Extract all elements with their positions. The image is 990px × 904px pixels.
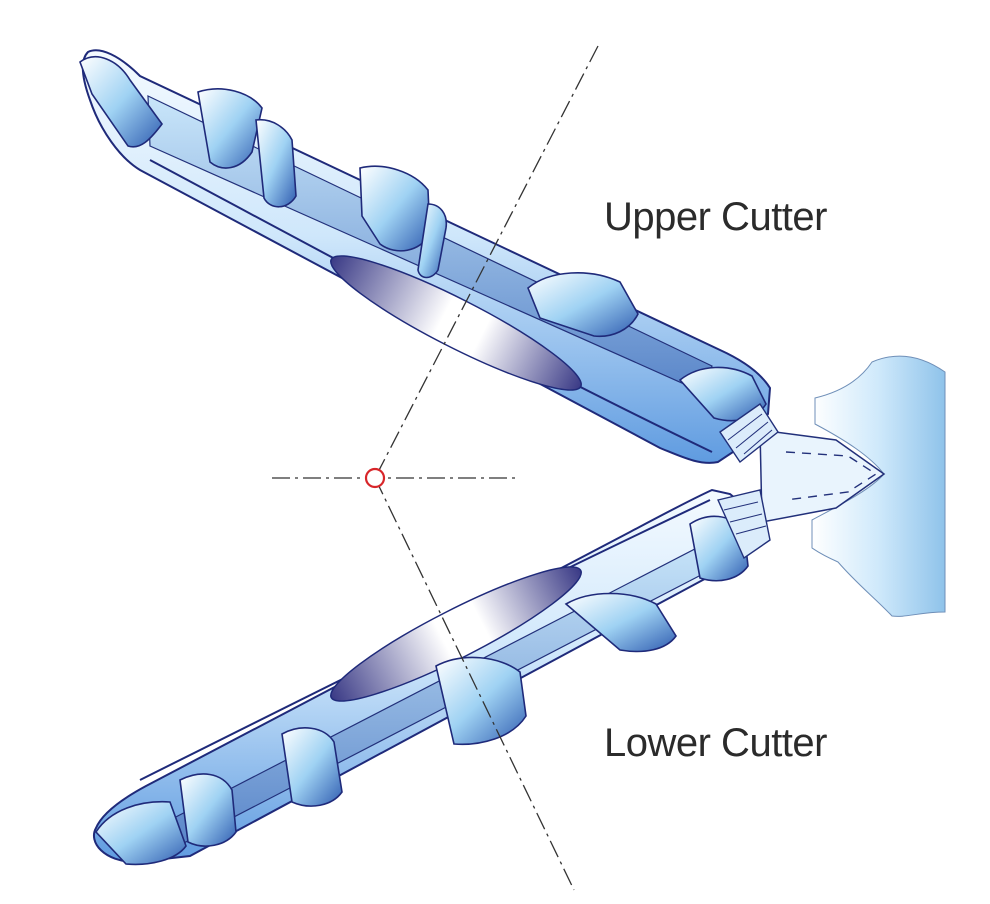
upper-cutter-tooth [255, 118, 297, 208]
center-point-icon [364, 467, 386, 489]
center-lines [272, 45, 599, 891]
upper-cutter-tooth [79, 56, 163, 148]
upper-cutter-tooth [678, 366, 767, 422]
upper-cutter-label: Upper Cutter [604, 195, 827, 239]
upper-cutter-hub [330, 255, 582, 391]
upper-cutter [79, 49, 779, 464]
lower-cutter-tooth [179, 773, 237, 847]
lower-cutter-tooth [564, 592, 677, 653]
upper-cutter-axis-line [374, 45, 599, 479]
lower-cutter-axis-line [374, 477, 575, 891]
lower-cutter-tooth [94, 800, 187, 866]
upper-cutter-tooth [417, 203, 448, 279]
workpiece [759, 355, 946, 617]
lower-cutter-blade-hatch [723, 501, 767, 535]
lower-cutter-tooth [281, 727, 343, 807]
lower-cutter-label: Lower Cutter [604, 721, 827, 765]
upper-cutter-blade-tip [719, 403, 779, 464]
upper-cutter-blade-hatch [727, 413, 773, 455]
lower-cutter-hub [330, 566, 582, 702]
workpiece-hidden-line [785, 451, 878, 501]
upper-cutter-tooth [527, 272, 639, 338]
lower-cutter-tooth [435, 656, 527, 746]
lower-cutter-blade-tip [717, 489, 771, 560]
lower-cutter [93, 488, 771, 866]
